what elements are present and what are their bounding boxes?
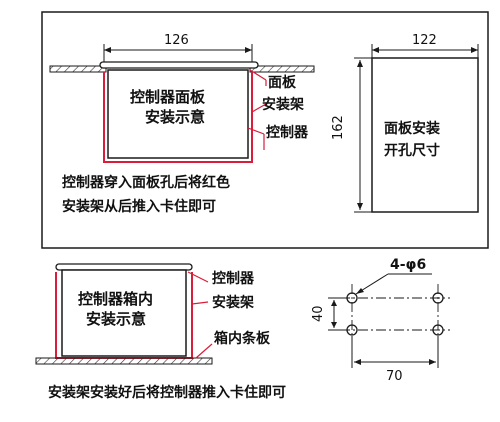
box-controller-flange	[55, 263, 193, 271]
dim-40-label: 40	[311, 305, 326, 322]
label-panel: 面板	[268, 75, 296, 91]
leader-box-rail	[195, 343, 213, 359]
panel-cutout	[371, 57, 479, 213]
bottom-note: 安装架安装好后将控制器推入卡住即可	[48, 385, 286, 401]
dim-70-label: 70	[386, 369, 403, 384]
bottom-center-line2: 安装示意	[86, 310, 147, 328]
box-controller-body	[61, 269, 187, 357]
dim-162-label: 162	[331, 115, 346, 140]
dim-126-label: 126	[164, 33, 189, 48]
dim-122-label: 122	[412, 33, 437, 48]
red-bracket	[103, 72, 253, 163]
box-rail	[35, 357, 213, 365]
label-controller: 控制器	[266, 125, 308, 141]
top-center-line2: 安装示意	[145, 108, 206, 126]
leader-box-controller	[187, 271, 209, 283]
controller-body	[107, 69, 249, 159]
label-box-rail: 箱内条板	[214, 331, 270, 347]
cutout-text-line2: 开孔尺寸	[384, 143, 440, 159]
bottom-center-line1: 控制器箱内	[78, 290, 154, 308]
top-center-line1: 控制器面板	[130, 88, 206, 106]
leader-box-bracket	[191, 301, 209, 305]
panel-right	[249, 65, 315, 73]
label-box-bracket: 安装架	[212, 295, 254, 311]
cutout-text-line1: 面板安装	[384, 121, 440, 137]
hole-spec-label: 4-φ6	[390, 257, 427, 273]
top-note-line2: 安装架从后推入卡住即可	[62, 199, 216, 215]
hole-pattern	[340, 284, 450, 346]
panel-left	[49, 65, 107, 73]
top-note-line1: 控制器穿入面板孔后将红色	[62, 175, 230, 191]
leader-bracket	[251, 103, 267, 113]
label-box-controller: 控制器	[212, 271, 254, 287]
top-frame	[41, 11, 489, 249]
controller-flange	[99, 61, 259, 69]
leader-panel	[249, 69, 267, 81]
leader-controller	[247, 127, 265, 135]
label-bracket: 安装架	[262, 97, 304, 113]
